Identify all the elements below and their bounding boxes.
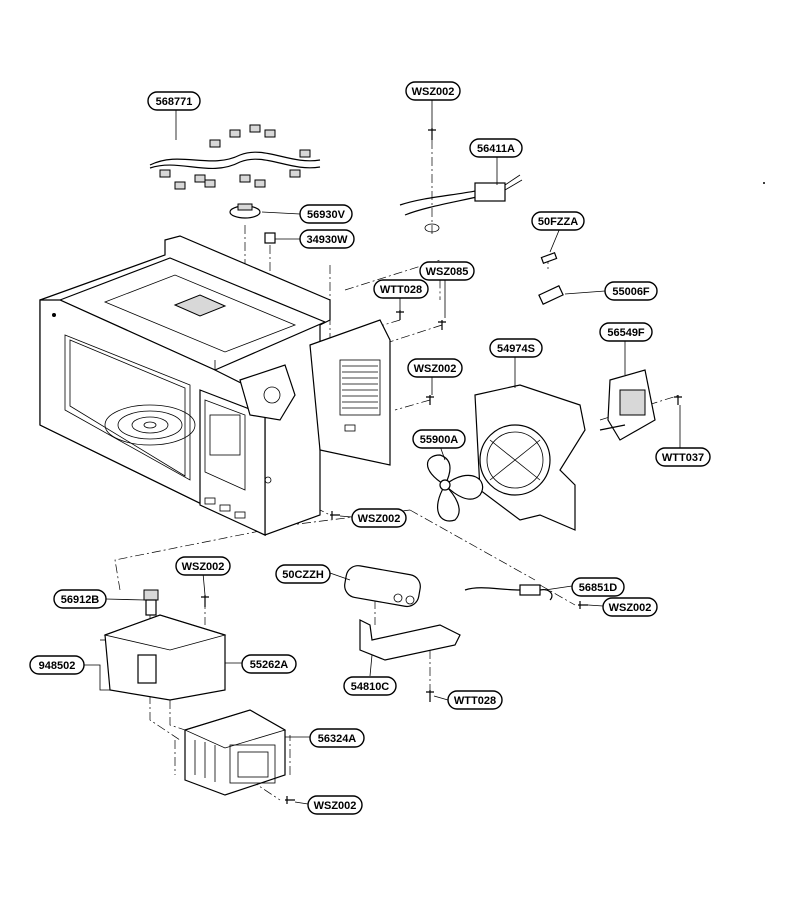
svg-text:56912B: 56912B xyxy=(61,594,100,606)
svg-text:50CZZH: 50CZZH xyxy=(282,569,324,581)
label-56912b: 56912B xyxy=(53,589,107,609)
label-wtt028-b: WTT028 xyxy=(447,690,503,710)
label-wtt037: WTT037 xyxy=(655,447,711,467)
label-wsz002-c: WSZ002 xyxy=(351,508,407,528)
svg-text:56930V: 56930V xyxy=(307,209,346,221)
label-wsz002-b: WSZ002 xyxy=(307,795,363,815)
svg-text:WTT028: WTT028 xyxy=(380,284,422,296)
svg-text:948502: 948502 xyxy=(39,660,76,672)
label-56324a: 56324A xyxy=(309,728,365,748)
fan-motor xyxy=(599,369,656,441)
fuse xyxy=(540,252,558,264)
svg-text:WTT028: WTT028 xyxy=(454,695,496,707)
label-wsz002-r: WSZ002 xyxy=(602,597,658,617)
label-50czzh: 50CZZH xyxy=(275,564,331,584)
svg-text:WSZ002: WSZ002 xyxy=(358,513,401,525)
svg-text:568771: 568771 xyxy=(156,96,193,108)
svg-text:54810C: 54810C xyxy=(351,681,390,693)
svg-text:50FZZA: 50FZZA xyxy=(538,216,578,228)
svg-text:56549F: 56549F xyxy=(607,327,645,339)
svg-text:WTT037: WTT037 xyxy=(662,452,704,464)
svg-text:55900A: 55900A xyxy=(420,434,459,446)
label-56411a: 56411A xyxy=(469,138,523,158)
label-55900a: 55900A xyxy=(412,429,466,449)
hv-capacitor xyxy=(344,565,421,608)
thermal-fuse-cord xyxy=(399,174,523,233)
svg-text:WSZ002: WSZ002 xyxy=(314,800,357,812)
capacitor-bracket xyxy=(359,619,461,661)
label-54810c: 54810C xyxy=(343,676,397,696)
label-wsz002-top: WSZ002 xyxy=(405,81,461,101)
label-wsz002-l: WSZ002 xyxy=(175,556,231,576)
svg-text:34930W: 34930W xyxy=(307,234,349,246)
svg-text:WSZ002: WSZ002 xyxy=(182,561,225,573)
leader-lines xyxy=(84,98,681,805)
label-948502: 948502 xyxy=(29,655,85,675)
label-55006f: 55006F xyxy=(604,281,658,301)
vent-grill xyxy=(342,365,378,409)
wire-harness xyxy=(149,124,321,190)
fan-duct xyxy=(474,384,586,531)
svg-text:WSZ002: WSZ002 xyxy=(609,602,652,614)
svg-text:54974S: 54974S xyxy=(497,343,535,355)
label-wsz002-mid: WSZ002 xyxy=(407,358,463,378)
svg-text:56851D: 56851D xyxy=(579,582,618,594)
label-50fzza: 50FZZA xyxy=(531,211,585,231)
label-54974s: 54974S xyxy=(489,338,543,358)
magnetron xyxy=(183,709,287,796)
hv-diode xyxy=(464,584,553,601)
switch xyxy=(264,232,276,244)
label-56549f: 56549F xyxy=(599,322,653,342)
thermostat xyxy=(229,203,261,219)
label-wtt028-top: WTT028 xyxy=(373,279,429,299)
label-56930v: 56930V xyxy=(299,204,353,224)
svg-text:WSZ085: WSZ085 xyxy=(426,266,469,278)
label-wsz085: WSZ085 xyxy=(419,261,475,281)
svg-text:56411A: 56411A xyxy=(477,143,515,155)
svg-text:55262A: 55262A xyxy=(250,659,289,671)
svg-text:55006F: 55006F xyxy=(612,286,650,298)
hv-transformer xyxy=(103,589,227,701)
stray-dot xyxy=(763,182,765,184)
screws xyxy=(201,128,682,804)
oven-cavity xyxy=(39,235,391,536)
label-568771: 568771 xyxy=(147,91,201,111)
svg-text:WSZ002: WSZ002 xyxy=(414,363,457,375)
label-56851d: 56851D xyxy=(571,577,625,597)
svg-text:56324A: 56324A xyxy=(318,733,357,745)
label-55262a: 55262A xyxy=(241,654,297,674)
fan-blade xyxy=(426,454,484,522)
label-34930w: 34930W xyxy=(299,229,355,249)
fuse-holder xyxy=(538,285,564,305)
svg-text:WSZ002: WSZ002 xyxy=(412,86,455,98)
